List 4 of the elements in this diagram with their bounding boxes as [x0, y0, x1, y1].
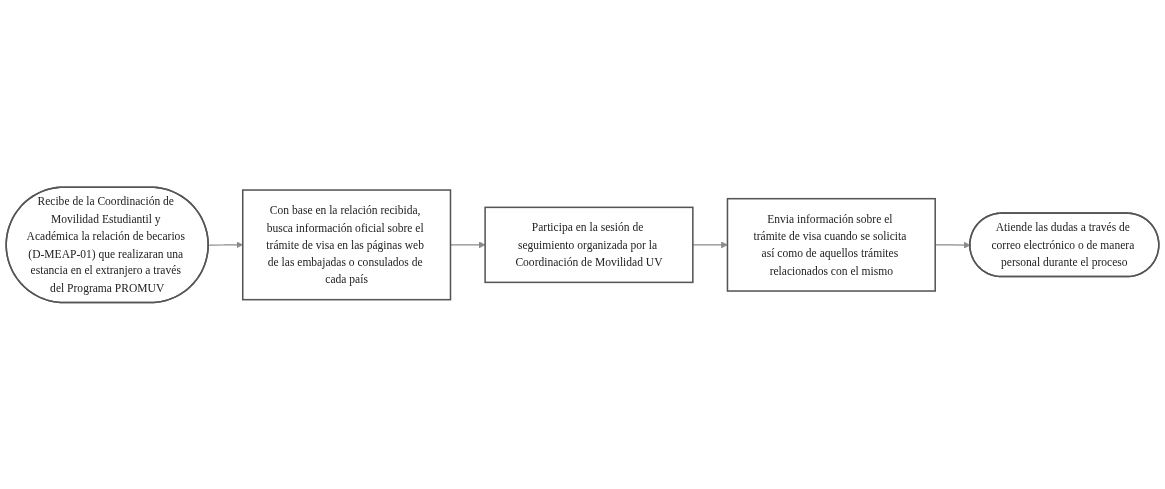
node-box: Con base en la relación recibida, busca información oficial sobre el trámite de visa en las páginas web de las embajadas o consulados de cada país: [242, 188, 452, 301]
arrow: [692, 241, 728, 248]
node-box: Participa en la sesión de seguimiento organizada por la Coordinación de Movilidad UV: [484, 206, 694, 283]
node-box: Envia información sobre el trámite de visa cuando se solicita así como de aquellos trámites relacionados con el mismo: [726, 197, 936, 292]
